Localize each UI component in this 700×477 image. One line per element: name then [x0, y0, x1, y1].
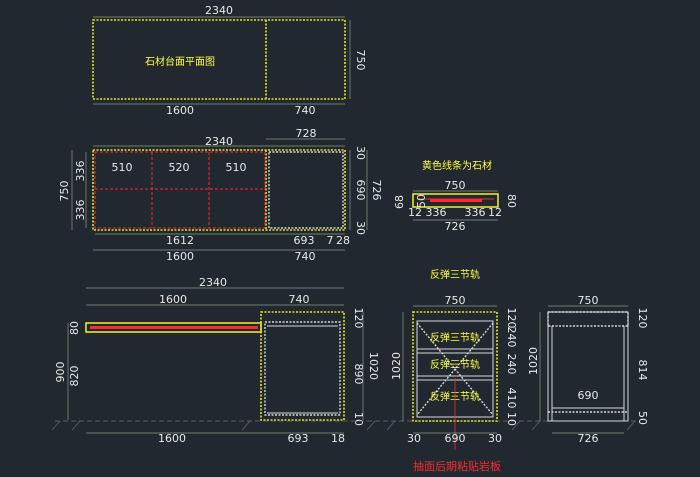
- side-elevation-drawers: 反弹三节轨 反弹三节轨 反弹三节轨 750 1020 120 240 240 4…: [390, 294, 518, 450]
- dim-back-width: 750: [578, 294, 599, 307]
- dim-seg3: 510: [226, 161, 247, 174]
- dim-side-width: 750: [445, 294, 466, 307]
- layout-outline: [92, 149, 346, 231]
- drawer-grid: [94, 151, 266, 229]
- dim-r-top: 30: [354, 146, 367, 160]
- dim-section-width: 750: [445, 179, 466, 192]
- dim-back-r120: 120: [636, 308, 649, 329]
- dim-section-b3: 336: [465, 206, 486, 219]
- dim-front-r1020: 1020: [367, 352, 380, 380]
- front-red-strip: [90, 326, 258, 329]
- back-outline: [547, 311, 629, 422]
- dim-section-b1: 12: [408, 206, 422, 219]
- dim-plan-total: 2340: [205, 4, 233, 17]
- dim-front-bottom-right: 693: [288, 432, 309, 445]
- dim-layout-total: 2340: [205, 135, 233, 148]
- dim-back-bottom: 726: [578, 432, 599, 445]
- section-stone: [412, 193, 499, 208]
- section-label: 黄色线条为石材: [422, 159, 492, 172]
- dim-front-r890: 890: [352, 364, 365, 385]
- plan-title: 石材台面平面图: [145, 55, 215, 68]
- dim-r-bot: 30: [354, 221, 367, 235]
- dim-seg2: 520: [169, 161, 190, 174]
- dim-front-left: 1600: [159, 293, 187, 306]
- dim-back-r814: 814: [636, 360, 649, 381]
- dim-bottom-right: 740: [295, 250, 316, 263]
- back-elevation: 690 750 1020 120 814 50 726: [527, 294, 649, 445]
- dim-seg1: 510: [112, 161, 133, 174]
- dim-inner-left: 1612: [166, 234, 194, 247]
- dim-left-total: 750: [58, 181, 71, 202]
- dim-bottom-left: 1600: [166, 250, 194, 263]
- dim-section-b2: 336: [426, 206, 447, 219]
- front-right-cabinet: [260, 311, 345, 421]
- dim-front-bottom-left: 1600: [158, 432, 186, 445]
- dim-front-bottom-end: 18: [331, 432, 345, 445]
- panel-note: 抽面后期粘贴岩板: [413, 459, 501, 473]
- dim-plan-depth: 750: [354, 50, 367, 71]
- dim-side-r240a: 240: [505, 327, 518, 348]
- dim-front-total: 2340: [199, 276, 227, 289]
- dim-back-h1020: 1020: [527, 347, 540, 375]
- dim-front-top-h: 80: [68, 321, 81, 335]
- dim-r-mid: 690: [354, 180, 367, 201]
- dim-side-r10: 10: [505, 412, 518, 426]
- front-elevation: 2340 1600 740 80 900 820 120 890 1020 10…: [54, 276, 380, 445]
- dim-left-h1: 336: [74, 161, 87, 182]
- dim-side-b30b: 30: [488, 432, 502, 445]
- dim-r-total: 726: [370, 180, 383, 201]
- dim-side-b30a: 30: [407, 432, 421, 445]
- stone-section-detail: 黄色线条为石材 750 68 50 12 336 336 12 80 726: [393, 159, 518, 233]
- dim-section-b4: 12: [488, 206, 502, 219]
- dim-plan-left: 1600: [166, 104, 194, 117]
- dim-back-inner: 690: [578, 389, 599, 402]
- dim-front-r120: 120: [352, 308, 365, 329]
- cabinet-layout-plan: 510 520 510 2340 728 336 336 750 1612 69…: [58, 127, 383, 263]
- dim-side-r240b: 240: [505, 354, 518, 375]
- dim-layout-right-top: 728: [296, 127, 317, 140]
- right-cabinet-top: [268, 151, 344, 229]
- dim-back-r50: 50: [636, 411, 649, 425]
- dim-side-r120: 120: [505, 308, 518, 329]
- drawer-rail-label-2: 反弹三节轨: [430, 358, 480, 371]
- floor-hatch: [51, 420, 636, 431]
- dim-section-lh1: 68: [393, 195, 406, 209]
- dim-front-h820: 820: [68, 366, 81, 387]
- dim-front-right: 740: [289, 293, 310, 306]
- dim-side-b690: 690: [445, 432, 466, 445]
- dim-section-rh: 80: [505, 194, 518, 208]
- dim-plan-right: 740: [295, 104, 316, 117]
- plan-outline: [92, 19, 346, 100]
- dim-gap-a: 7: [327, 234, 334, 247]
- dim-side-h1020: 1020: [390, 352, 403, 380]
- dim-front-h900: 900: [54, 362, 67, 383]
- section-red-strip: [430, 199, 482, 202]
- dim-front-r10: 10: [352, 412, 365, 426]
- dim-side-r410: 410: [505, 388, 518, 409]
- dim-gap-b: 28: [336, 234, 350, 247]
- dim-inner-right: 693: [294, 234, 315, 247]
- dim-section-bottom: 726: [445, 220, 466, 233]
- drawer-rail-label-1: 反弹三节轨: [430, 331, 480, 344]
- stone-top-plan: 石材台面平面图 2340 1600 740 750: [92, 4, 367, 117]
- rail-label: 反弹三节轨: [430, 268, 480, 281]
- dim-left-h2: 336: [74, 200, 87, 221]
- front-stone-top: [85, 322, 262, 333]
- dim-section-lh2: 50: [415, 194, 428, 208]
